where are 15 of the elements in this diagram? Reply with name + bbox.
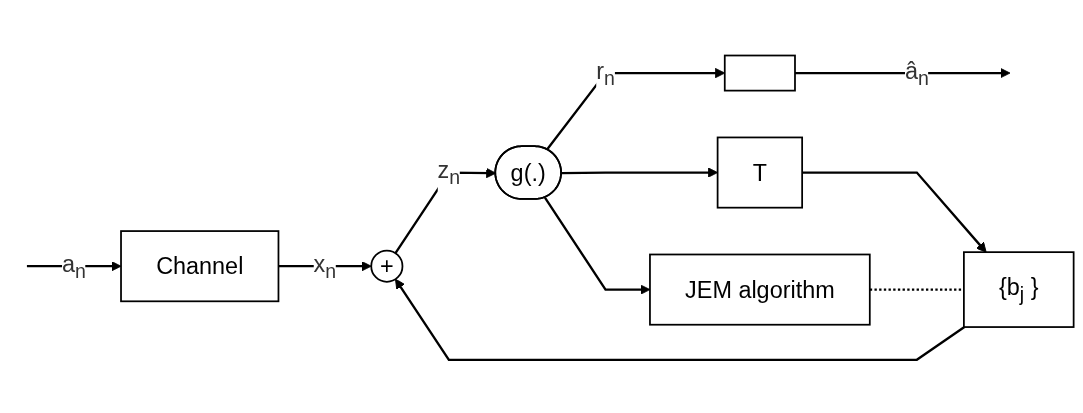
connector [869, 288, 964, 291]
node-box: Channel [120, 230, 280, 303]
node-box: JEM algorithm [649, 253, 871, 326]
node-box [723, 54, 796, 92]
edge-label: â$_{n}$ [904, 57, 929, 90]
edge-label: z$_{n}$ [437, 157, 461, 189]
node-circle: + [370, 249, 404, 283]
node-box: T [716, 136, 803, 209]
arrow [802, 171, 987, 253]
edge-label: x$_{n}$ [313, 250, 337, 283]
edge-label: a$_{n}$ [62, 250, 86, 283]
arrow [395, 278, 966, 361]
arrow [795, 67, 1011, 79]
node-box: {b$_{j}$ } [963, 251, 1075, 328]
edge-label: r$_{n}$ [596, 57, 615, 90]
